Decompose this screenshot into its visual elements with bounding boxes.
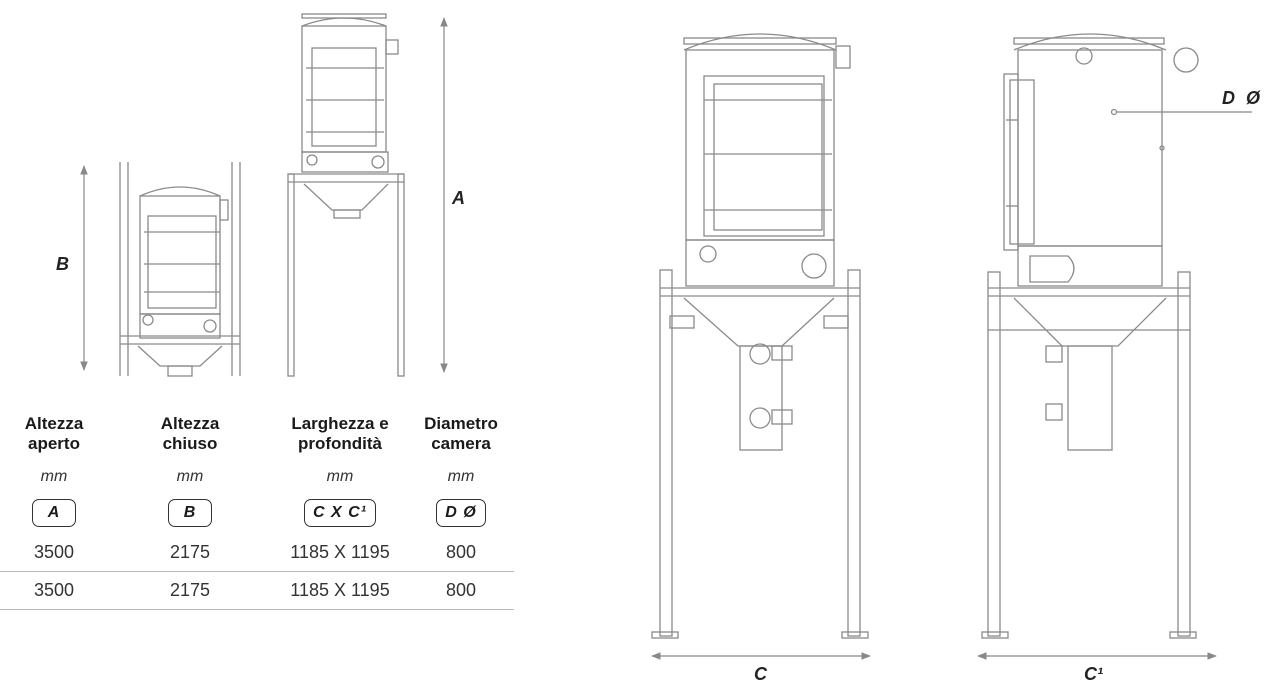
machine-closed-small [119, 162, 241, 377]
dimension-label-c1: C¹ [1084, 664, 1103, 684]
symbol-badge-a: A [32, 499, 76, 527]
unit-cell: mm [447, 468, 475, 485]
machine-open-medium [287, 13, 405, 377]
cell-larghezza-profondita: 1185 X 1195 [272, 571, 408, 610]
unit-cell: mm [326, 468, 354, 485]
table-row: 3500 2175 1185 X 1195 800 [0, 534, 514, 572]
table-row: 3500 2175 1185 X 1195 800 [0, 571, 514, 610]
cell-larghezza-profondita: 1185 X 1195 [272, 534, 408, 572]
cell-altezza-aperto: 3500 [0, 571, 108, 610]
unit-cell: mm [176, 468, 204, 485]
dimension-label-d: D Ø [1222, 88, 1264, 108]
symbol-row: A B C X C¹ D Ø [0, 492, 514, 534]
symbol-badge-b: B [168, 499, 212, 527]
cell-altezza-chiuso: 2175 [108, 534, 272, 572]
dimension-label-a: A [452, 188, 465, 208]
cell-diametro-camera: 800 [408, 571, 514, 610]
machine-side-view [981, 33, 1199, 639]
unit-row: mm mm mm mm [0, 462, 514, 492]
cell-altezza-aperto: 3500 [0, 534, 108, 572]
cell-diametro-camera: 800 [408, 534, 514, 572]
dimension-label-b: B [56, 254, 69, 274]
unit-cell: mm [40, 468, 68, 485]
cell-altezza-chiuso: 2175 [108, 571, 272, 610]
machine-front-view [651, 33, 869, 639]
symbol-badge-d: D Ø [436, 499, 486, 527]
symbol-badge-c: C X C¹ [304, 499, 376, 527]
dimension-label-c: C [754, 664, 767, 684]
